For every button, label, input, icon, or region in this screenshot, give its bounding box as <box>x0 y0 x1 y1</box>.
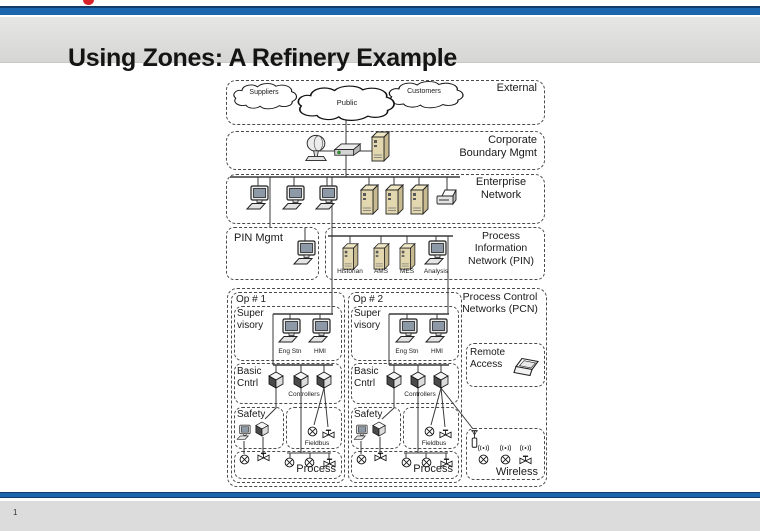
op2-supervisory-box <box>351 306 459 361</box>
slide-title: Using Zones: A Refinery Example <box>68 44 457 72</box>
op2-process-box <box>351 451 459 479</box>
bottom-accent-bar <box>0 492 760 498</box>
op1-fieldbus-label: Fieldbus <box>304 440 330 447</box>
op2-basic-control-box <box>351 363 459 404</box>
op1-controllers-label: Controllers <box>288 391 320 398</box>
historian-label: Historian <box>337 268 363 275</box>
pin-zone-box <box>325 227 545 280</box>
external-zone-box <box>226 80 545 125</box>
pin-mgmt-zone-box <box>226 227 319 280</box>
op2-safety-label: Safety <box>354 409 383 420</box>
analysis-label: Analysis <box>423 268 449 275</box>
op2-supervisory-label: Super visory <box>354 308 381 331</box>
wireless-box <box>466 428 545 480</box>
customers-cloud-label: Customers <box>407 88 441 95</box>
pcn-zone-box <box>227 288 547 487</box>
op2-process-label: Process <box>413 463 453 475</box>
external-zone-label: External <box>496 82 537 94</box>
remote-access-label: Remote Access <box>470 347 506 370</box>
op1-zone-box <box>231 292 345 483</box>
wireless-label: Wireless <box>495 466 538 478</box>
op1-basic-control-box <box>234 363 342 404</box>
op1-process-label: Process <box>296 463 336 475</box>
suppliers-cloud-label: Suppliers <box>249 89 279 96</box>
op2-controllers-label: Controllers <box>404 391 436 398</box>
enterprise-zone-label: Enterprise Network <box>475 176 527 201</box>
page-number: 1 <box>13 508 18 517</box>
top-accent-bar <box>0 6 760 15</box>
remote-access-box <box>466 343 545 387</box>
pin-mgmt-zone-label: PIN Mgmt <box>234 232 283 244</box>
op1-basic-control-label: Basic Cntrl <box>237 366 262 389</box>
op1-safety-box <box>234 407 284 449</box>
pin-zone-label: Process Information Network (PIN) <box>468 230 534 267</box>
pcn-zone-label: Process Control Networks (PCN) <box>462 291 538 316</box>
public-cloud-label: Public <box>336 98 358 107</box>
mes-label: MES <box>399 268 415 275</box>
op1-safety-label: Safety <box>237 409 266 420</box>
op2-eng-stn-label: Eng Stn <box>395 348 419 355</box>
op1-process-box <box>234 451 342 479</box>
logo-mark <box>83 0 94 5</box>
op1-label: Op # 1 <box>236 294 267 305</box>
title-band: Using Zones: A Refinery Example <box>0 17 760 72</box>
op2-label: Op # 2 <box>353 294 384 305</box>
ams-label: AMS <box>373 268 389 275</box>
op2-zone-box <box>348 292 462 483</box>
enterprise-zone-box <box>226 174 545 224</box>
op2-fieldbus-label: Fieldbus <box>421 440 447 447</box>
op1-eng-stn-label: Eng Stn <box>278 348 302 355</box>
corporate-zone-label: Corporate Boundary Mgmt <box>459 134 537 159</box>
op1-hmi-label: HMI <box>314 348 326 355</box>
op1-supervisory-box <box>234 306 342 361</box>
op2-safety-box <box>351 407 401 449</box>
op2-basic-control-label: Basic Cntrl <box>354 366 379 389</box>
footer-band <box>0 501 760 531</box>
op2-hmi-label: HMI <box>431 348 443 355</box>
op1-supervisory-label: Super visory <box>237 308 264 331</box>
